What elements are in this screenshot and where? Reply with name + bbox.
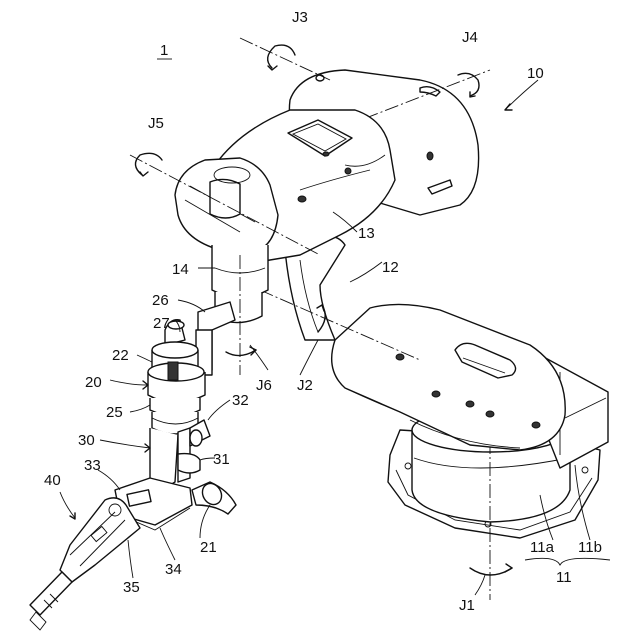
label-33: 33 (84, 457, 101, 474)
label-30: 30 (78, 432, 95, 449)
label-21: 21 (200, 539, 217, 556)
label-j2: J2 (297, 377, 313, 394)
label-31: 31 (213, 451, 230, 468)
label-34: 34 (165, 561, 182, 578)
label-11b: 11b (578, 539, 602, 556)
label-26: 26 (152, 292, 169, 309)
label-25: 25 (106, 404, 123, 421)
sensor-unit-22 (148, 342, 205, 434)
label-40: 40 (44, 472, 61, 489)
label-20: 20 (85, 374, 102, 391)
label-14: 14 (172, 261, 189, 278)
label-10: 10 (527, 65, 544, 82)
label-22: 22 (112, 347, 129, 364)
label-j1: J1 (459, 597, 475, 614)
label-11: 11 (556, 569, 572, 586)
label-main-1: 1 (160, 42, 168, 59)
label-13: 13 (358, 225, 375, 242)
label-j3: J3 (292, 9, 308, 26)
shoulder-housing (332, 304, 566, 450)
label-11a: 11a (530, 539, 555, 556)
label-35: 35 (123, 579, 140, 596)
label-j6: J6 (256, 377, 272, 394)
label-32: 32 (232, 392, 249, 409)
label-27: 27 (153, 315, 170, 332)
axis-j3 (240, 38, 330, 80)
label-j5: J5 (148, 115, 164, 132)
label-j4: J4 (462, 29, 478, 46)
label-12: 12 (382, 259, 399, 276)
